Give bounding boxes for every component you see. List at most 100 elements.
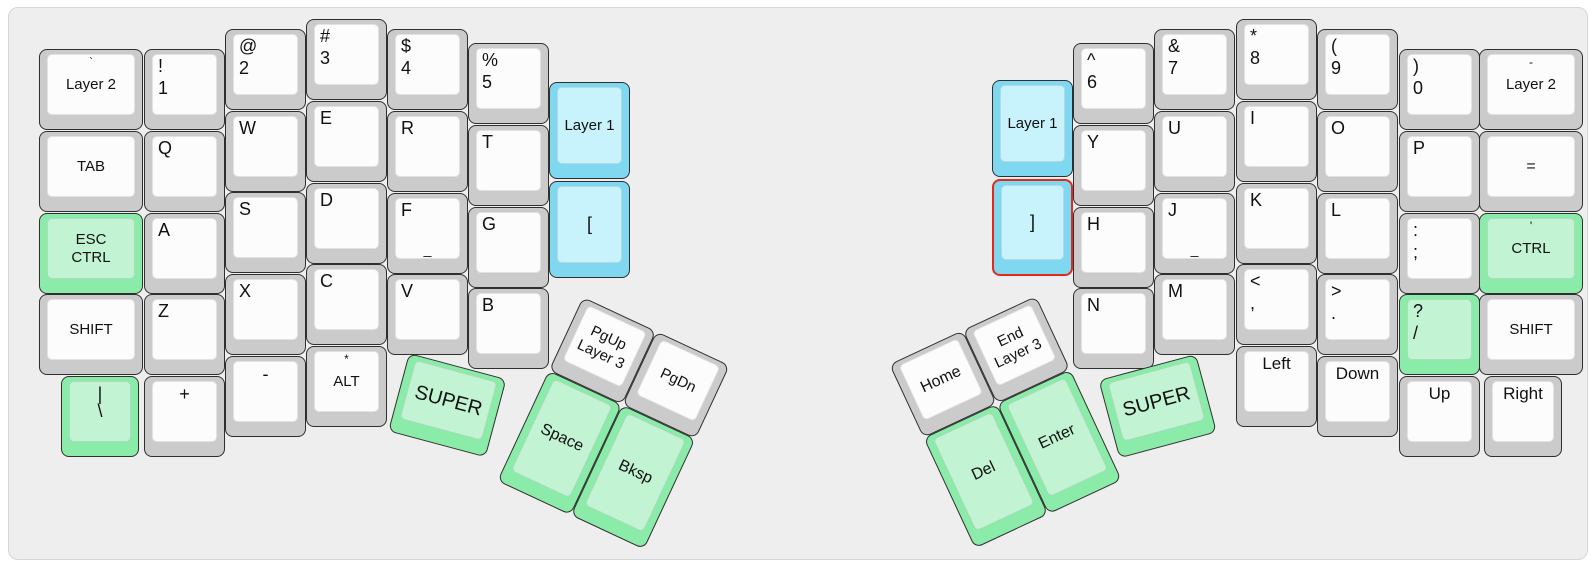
key-t[interactable]: T [468,125,549,206]
key-label: Layer 2 [1505,75,1557,93]
key-greater-period[interactable]: >. [1317,274,1398,355]
key-layer1-left[interactable]: Layer 1 [549,82,630,179]
key-w[interactable]: W [225,111,306,192]
key-label: E [320,108,333,128]
key-less-comma[interactable]: <, [1236,264,1317,345]
key-a[interactable]: A [144,213,225,294]
key-label: . [1331,303,1337,324]
key-question-slash[interactable]: ?/ [1399,294,1480,375]
keycap-top: )0 [1407,54,1472,115]
key-esc-ctrl[interactable]: ESC CTRL [39,213,143,294]
key-label: _ [423,241,432,258]
keycap-top: J_ [1162,198,1227,259]
key-label: ^ [1087,50,1096,70]
keycap-top: ESC CTRL [47,218,135,279]
key-asterisk-alt[interactable]: *ALT [306,346,387,427]
key-label: ( [1331,36,1337,56]
keycap-top: *ALT [314,351,379,412]
key-arrow-down[interactable]: Down [1317,356,1398,437]
key-amp-7[interactable]: &7 [1154,29,1235,110]
key-shift-left[interactable]: SHIFT [39,294,143,375]
keycap-top: Q [152,136,217,197]
key-y[interactable]: Y [1073,125,1154,206]
key-super-right[interactable]: SUPER [1098,354,1217,459]
keycap-top: PgDn [635,339,721,422]
key-caret-6[interactable]: ^6 [1073,43,1154,124]
key-f[interactable]: F_ [387,193,468,274]
key-dollar-4[interactable]: $4 [387,29,468,110]
keycap-top: V [395,279,460,340]
keycap-top: #3 [314,24,379,85]
keycap-top: M [1162,279,1227,340]
key-colon-semicolon[interactable]: :; [1399,213,1480,294]
key-label: V [401,281,414,301]
key-r[interactable]: R [387,111,468,192]
key-equals[interactable]: = [1479,131,1583,212]
key-pipe-backslash[interactable]: |\ [61,376,139,457]
key-paren-9[interactable]: (9 [1317,29,1398,110]
keycap-top: SHIFT [47,299,135,360]
key-asterisk-8[interactable]: *8 [1236,19,1317,100]
key-hash-3[interactable]: #3 [306,19,387,100]
key-s[interactable]: S [225,192,306,273]
key-j[interactable]: J_ [1154,193,1235,274]
key-q[interactable]: Q [144,131,225,212]
key-layer1-right[interactable]: Layer 1 [992,80,1073,177]
key-x[interactable]: X [225,274,306,355]
keycap-top: Left [1244,351,1309,412]
key-arrow-left[interactable]: Left [1236,346,1317,427]
key-right-bracket[interactable]: ] [992,179,1073,276]
key-label: G [482,214,497,234]
keycap-top: C [314,269,379,330]
key-p[interactable]: P [1399,131,1480,212]
key-shift-right[interactable]: SHIFT [1479,294,1583,375]
key-label: C [320,271,333,291]
key-label: SHIFT [69,320,113,338]
key-label: End Layer 3 [991,323,1045,372]
keycap-top: W [233,116,298,177]
keycap-top: X [233,279,298,340]
key-l[interactable]: L [1317,193,1398,274]
key-tab[interactable]: TAB [39,131,143,212]
key-g[interactable]: G [468,207,549,288]
key-c[interactable]: C [306,264,387,345]
key-n[interactable]: N [1073,288,1154,369]
key-grave-layer2[interactable]: `Layer 2 [39,49,143,130]
key-percent-5[interactable]: %5 [468,43,549,124]
key-i[interactable]: I [1236,101,1317,182]
key-arrow-up[interactable]: Up [1399,376,1480,457]
key-quote-ctrl[interactable]: 'CTRL [1479,213,1583,294]
key-label: Home [917,362,964,397]
keycap-top: Z [152,299,217,360]
key-b[interactable]: B [468,288,549,369]
key-d[interactable]: D [306,183,387,264]
keycap-top: :; [1407,218,1472,279]
key-dash-layer2[interactable]: -Layer 2 [1479,49,1583,130]
key-v[interactable]: V [387,274,468,355]
key-at-2[interactable]: @2 [225,29,306,110]
key-label: < [1250,271,1261,291]
key-exclam-1[interactable]: !1 [144,49,225,130]
key-paren-0[interactable]: )0 [1399,49,1480,130]
key-label: ] [1029,211,1035,232]
key-label: 0 [1413,78,1424,99]
key-left-bracket[interactable]: [ [549,181,630,278]
keycap-top: A [152,218,217,279]
key-u[interactable]: U [1154,111,1235,192]
key-h[interactable]: H [1073,207,1154,288]
key-label: O [1331,118,1346,138]
key-plus[interactable]: + [144,376,225,457]
key-minus[interactable]: - [225,356,306,437]
key-k[interactable]: K [1236,183,1317,264]
key-e[interactable]: E [306,101,387,182]
keycap-top: H [1081,212,1146,273]
key-o[interactable]: O [1317,111,1398,192]
key-arrow-right[interactable]: Right [1484,376,1562,457]
key-label: Layer 1 [1007,114,1058,132]
key-m[interactable]: M [1154,274,1235,355]
keycap-top: - [233,361,298,422]
key-label: Z [158,301,169,321]
key-z[interactable]: Z [144,294,225,375]
key-label: 6 [1087,72,1098,93]
key-label: ` [89,55,93,69]
